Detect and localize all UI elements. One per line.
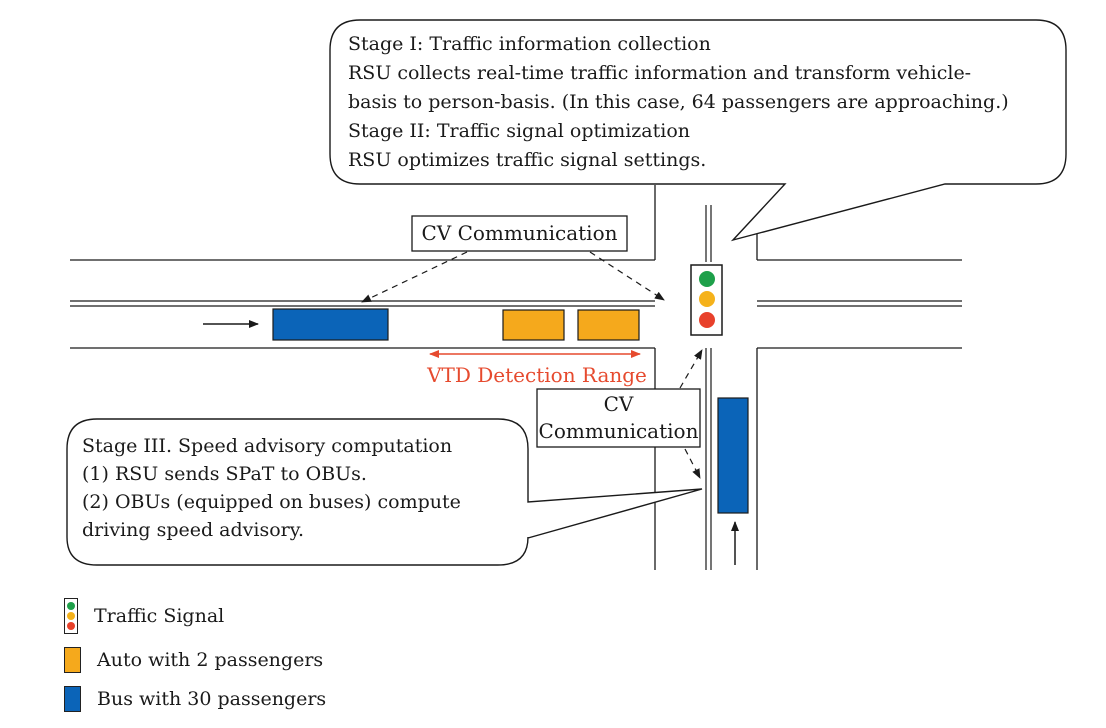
cv-communication-label-top: CV Communication — [421, 221, 617, 245]
svg-text:Stage I: Traffic information c: Stage I: Traffic information collection — [348, 33, 711, 55]
auto-swatch — [64, 647, 81, 673]
road-edges — [70, 185, 962, 570]
legend-item-bus: Bus with 30 passengers — [64, 684, 326, 714]
stage1-callout-text: Stage I: Traffic information collection … — [348, 33, 1009, 171]
legend-item-traffic-signal: Traffic Signal — [64, 598, 225, 634]
cv-arrow-down-to-bus — [684, 448, 701, 479]
svg-text:(1) RSU sends SPaT to OBUs.: (1) RSU sends SPaT to OBUs. — [82, 463, 367, 485]
svg-text:RSU collects real-time traffic: RSU collects real-time traffic informati… — [348, 62, 971, 84]
svg-text:Stage III. Speed advisory comp: Stage III. Speed advisory computation — [82, 435, 452, 457]
signal-yellow-light — [699, 291, 715, 307]
cv-arrow-to-bus — [361, 251, 468, 303]
cv-communication-label-right-1: CV — [604, 392, 634, 416]
legend-label-traffic-signal: Traffic Signal — [94, 605, 225, 627]
cv-communication-label-right-2: Communication — [539, 419, 699, 443]
cv-arrow-to-signal — [589, 251, 665, 301]
bus-westbound — [272, 308, 389, 341]
svg-text:basis to person-basis. (In thi: basis to person-basis. (In this case, 64… — [348, 91, 1009, 113]
bus-swatch — [64, 686, 81, 712]
auto-2 — [577, 309, 640, 341]
svg-text:Stage II: Traffic signal optim: Stage II: Traffic signal optimization — [348, 120, 690, 142]
signal-green-light — [699, 271, 715, 287]
legend-item-auto: Auto with 2 passengers — [64, 645, 323, 675]
stage3-callout-text: Stage III. Speed advisory computation (1… — [82, 435, 461, 541]
cv-communication-box-right — [536, 388, 701, 448]
legend-label-auto: Auto with 2 passengers — [97, 649, 324, 671]
cv-arrow-up-to-signal — [679, 349, 703, 389]
auto-1 — [502, 309, 565, 341]
stage3-callout-bubble — [66, 418, 703, 566]
svg-text:(2) OBUs (equipped on buses) c: (2) OBUs (equipped on buses) compute — [82, 491, 461, 513]
vtd-detection-range-label: VTD Detection Range — [426, 363, 647, 387]
svg-text:driving speed advisory.: driving speed advisory. — [82, 519, 304, 541]
traffic-signal-icon — [64, 598, 78, 634]
cv-communication-box-top — [411, 215, 628, 252]
traffic-signal — [690, 264, 723, 336]
stage1-callout-bubble — [329, 19, 1067, 242]
legend-label-bus: Bus with 30 passengers — [97, 688, 327, 710]
bus-northbound — [717, 397, 749, 514]
signal-red-light — [699, 312, 715, 328]
svg-text:RSU optimizes traffic signal s: RSU optimizes traffic signal settings. — [348, 149, 706, 171]
